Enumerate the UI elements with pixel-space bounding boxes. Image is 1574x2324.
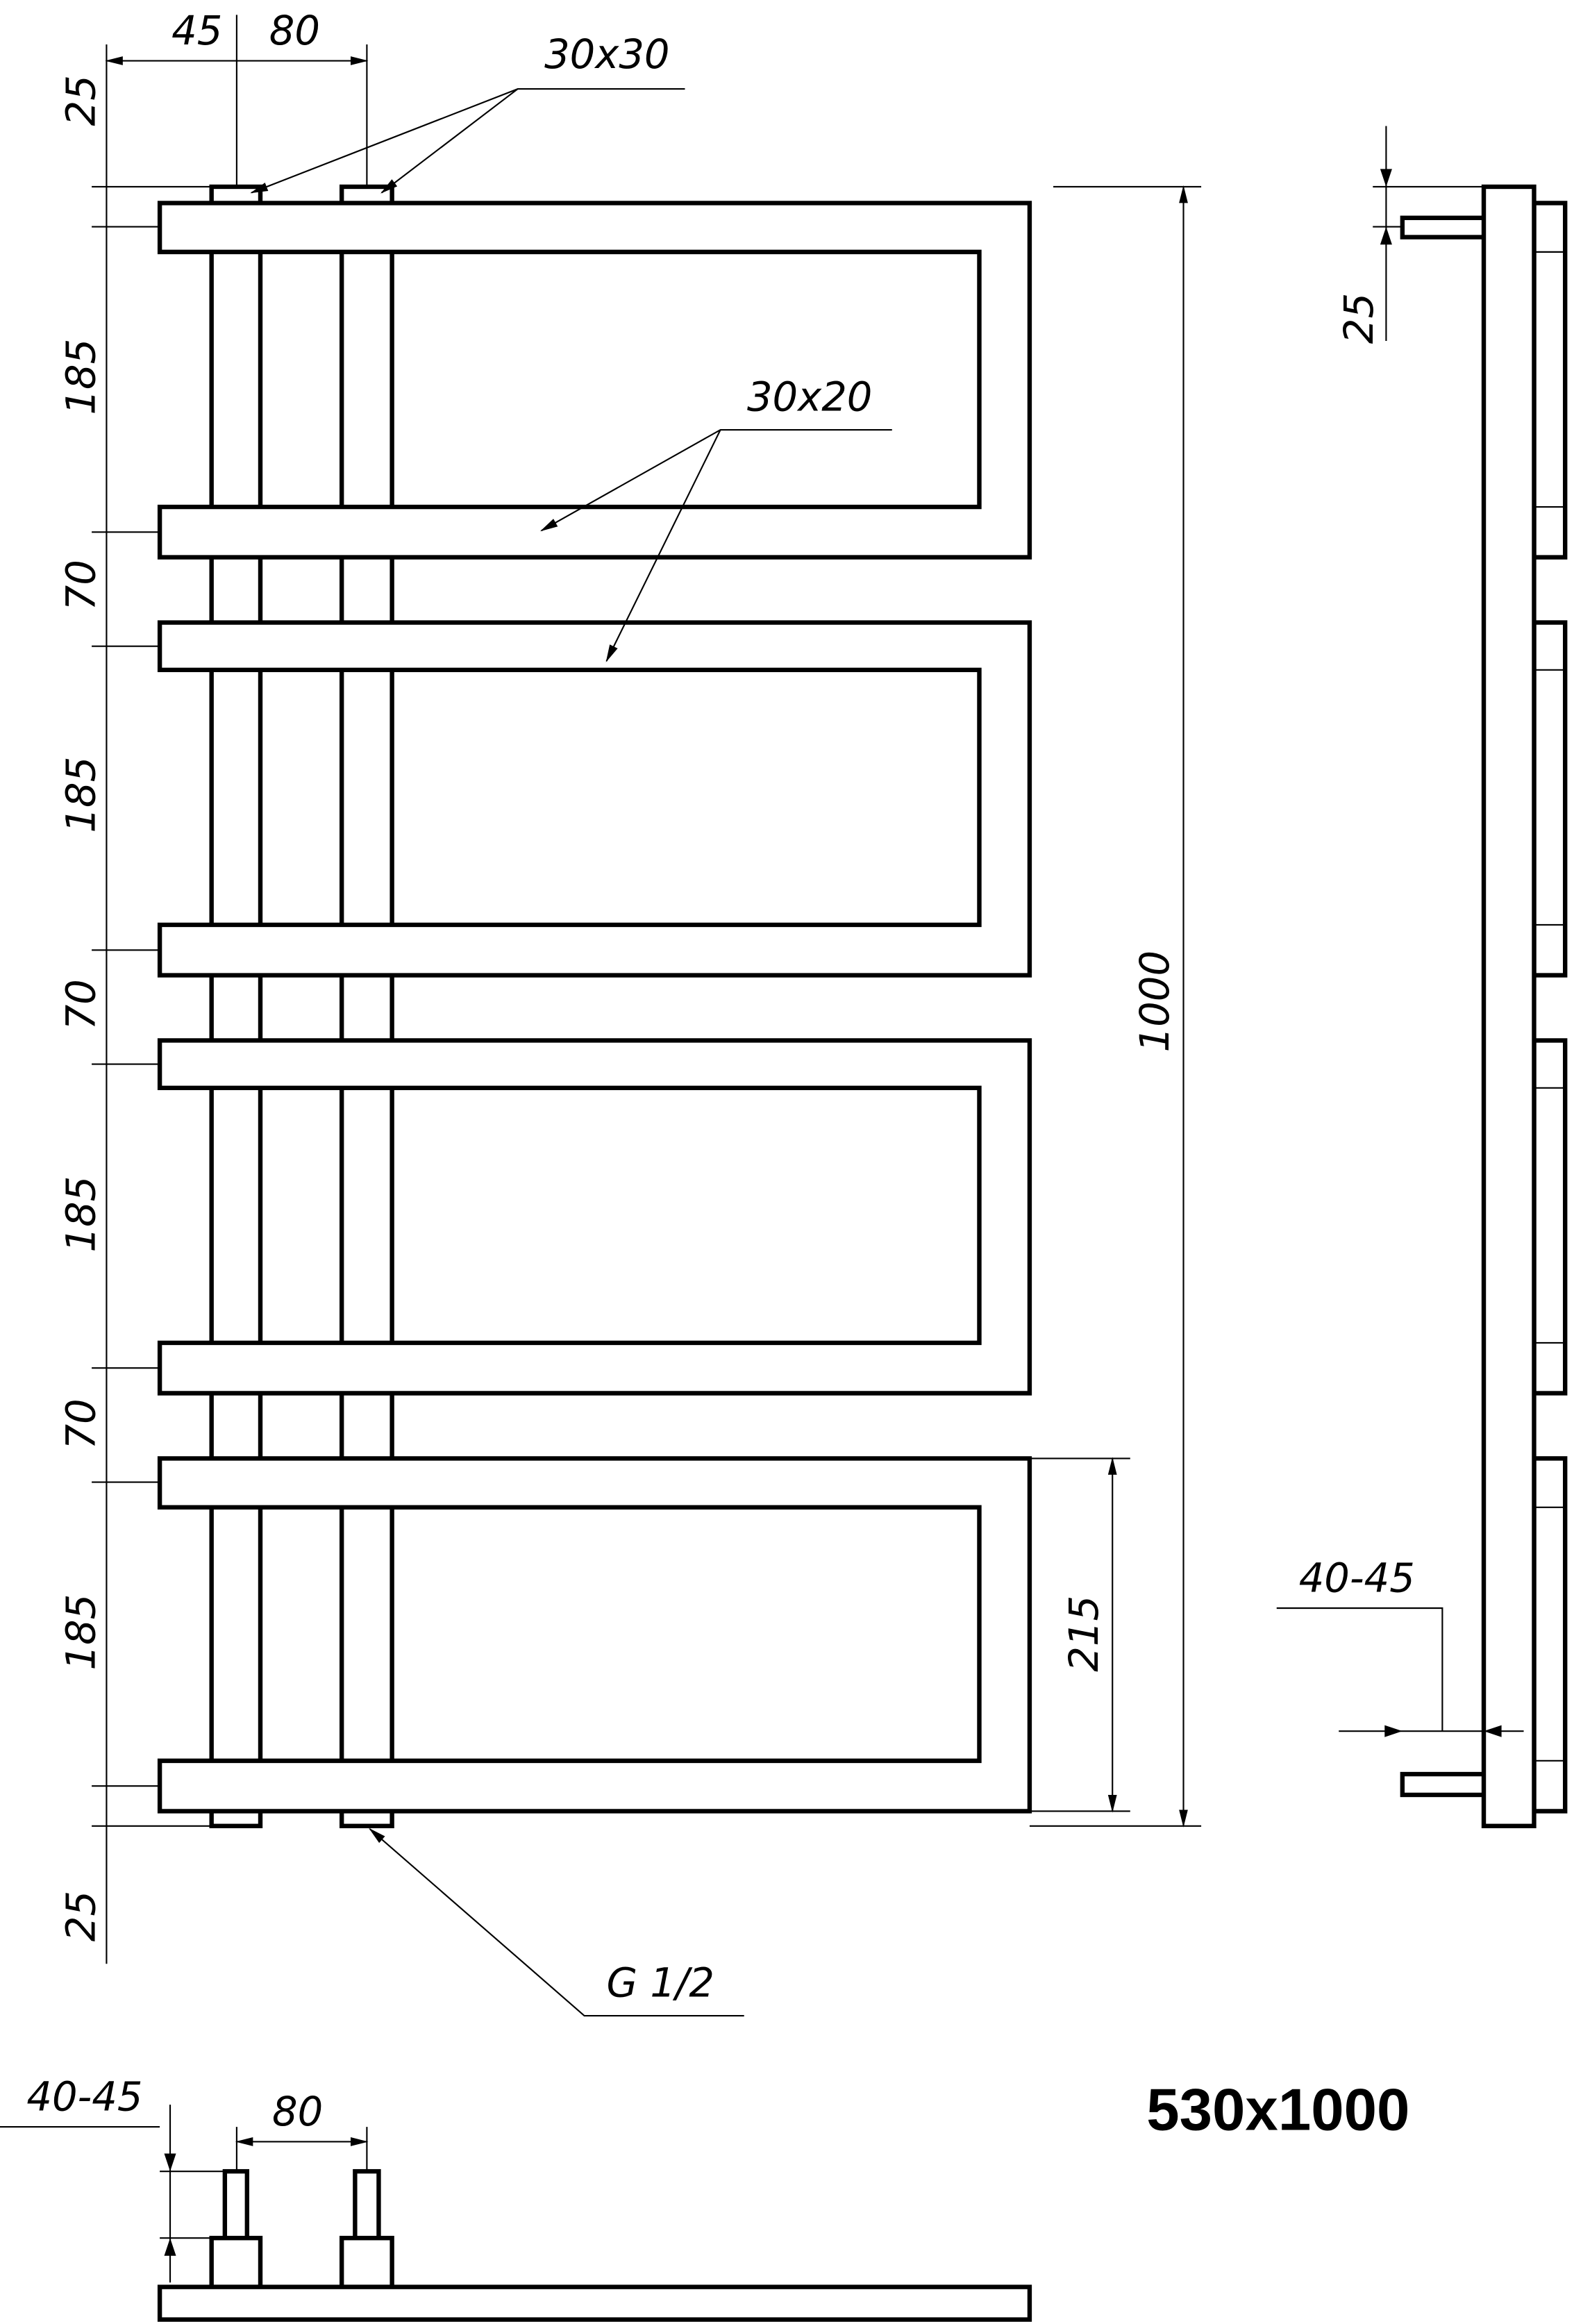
svg-text:1000: 1000 — [1132, 951, 1178, 1053]
leader-g12: G 1/2 — [369, 1828, 744, 2017]
model-size-title: 530x1000 — [1146, 2077, 1409, 2143]
dimension-1000: 1000 — [1029, 185, 1202, 1828]
svg-text:80: 80 — [269, 8, 320, 54]
top-dimensions: 45 80 — [105, 8, 369, 187]
bottom-view: 40-45 80 — [0, 2074, 1032, 2322]
section-3 — [157, 1038, 1032, 1396]
svg-text:25: 25 — [58, 1891, 104, 1941]
svg-text:70: 70 — [58, 1398, 104, 1449]
svg-text:185: 185 — [58, 1176, 104, 1253]
dimension-215: 215 — [1029, 1457, 1130, 1813]
vertical-pipes — [209, 184, 394, 1828]
section-4 — [157, 1456, 1032, 1814]
svg-text:40-45: 40-45 — [26, 2074, 142, 2121]
section-1 — [157, 201, 1032, 560]
svg-text:25: 25 — [58, 75, 104, 126]
svg-text:G 1/2: G 1/2 — [607, 1959, 714, 2006]
leader-30x30: 30x30 — [250, 31, 685, 194]
left-dimensions: 25 185 70 185 70 185 70 185 25 — [58, 44, 212, 1964]
svg-text:70: 70 — [58, 560, 104, 610]
svg-text:70: 70 — [58, 979, 104, 1030]
svg-text:30x30: 30x30 — [544, 31, 669, 78]
section-2 — [157, 620, 1032, 978]
svg-text:40-45: 40-45 — [1299, 1555, 1415, 1601]
leader-30x20: 30x20 — [539, 374, 892, 662]
svg-text:45: 45 — [171, 8, 222, 54]
svg-text:80: 80 — [272, 2089, 323, 2135]
svg-text:185: 185 — [58, 339, 104, 415]
side-view: 25 40-45 — [1276, 126, 1568, 1828]
svg-text:185: 185 — [58, 1594, 104, 1671]
svg-text:215: 215 — [1061, 1596, 1107, 1672]
sections — [157, 201, 1032, 1814]
svg-text:25: 25 — [1336, 293, 1382, 344]
svg-text:30x20: 30x20 — [747, 374, 872, 420]
svg-text:185: 185 — [58, 757, 104, 833]
